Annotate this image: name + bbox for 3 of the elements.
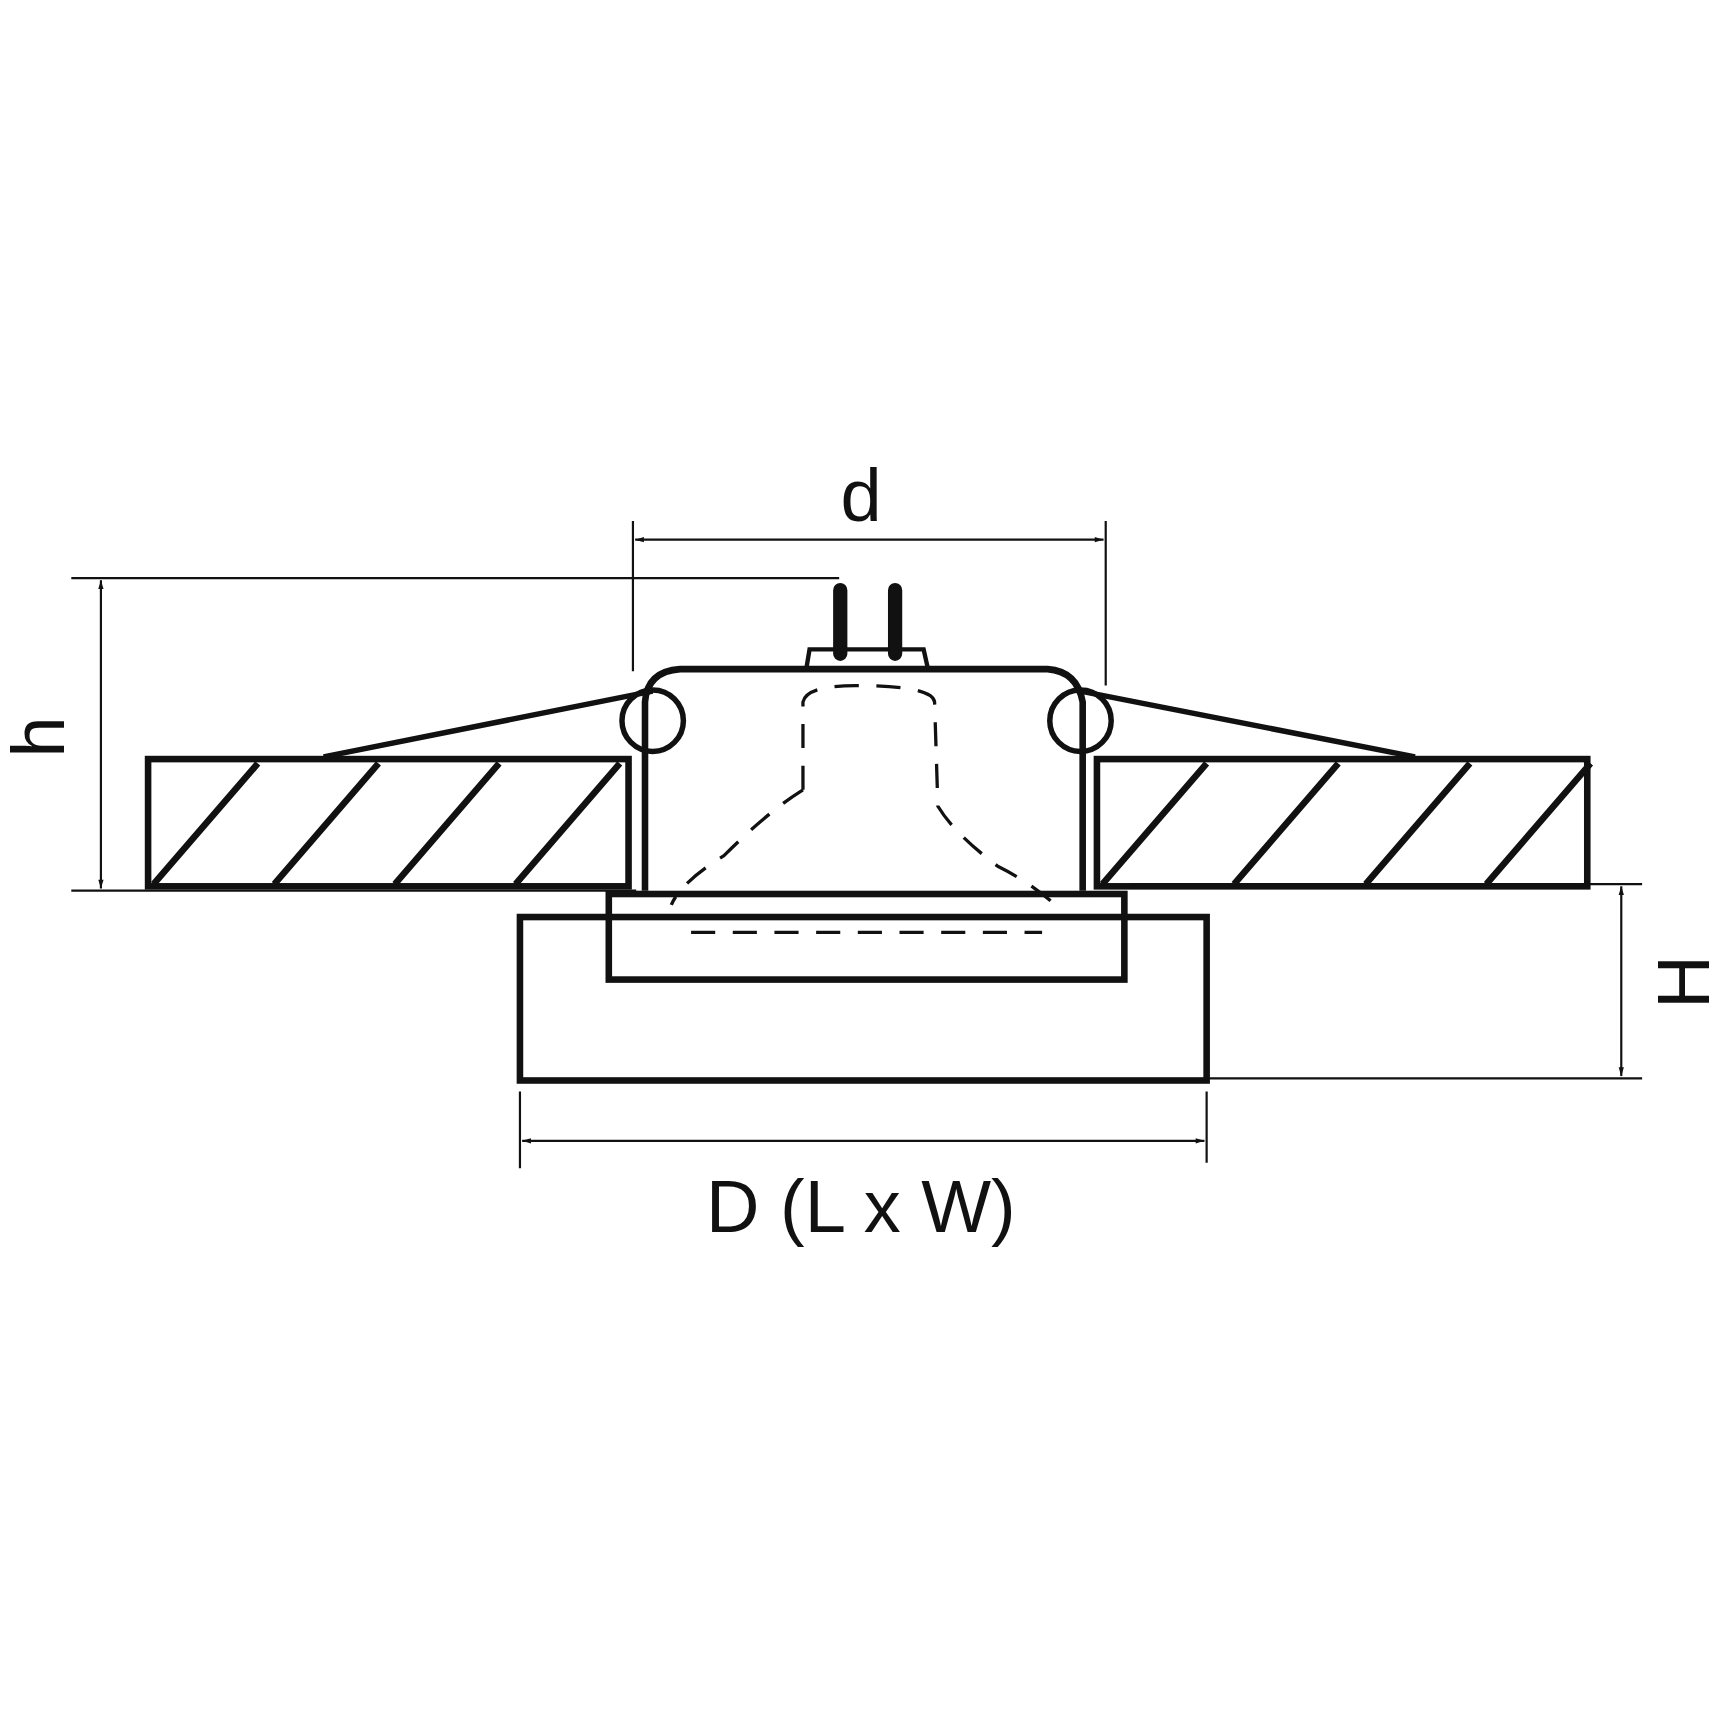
dimension-label: h: [1, 716, 76, 758]
dimension-label: d: [840, 458, 882, 533]
dimension-label: H: [1647, 955, 1720, 1009]
